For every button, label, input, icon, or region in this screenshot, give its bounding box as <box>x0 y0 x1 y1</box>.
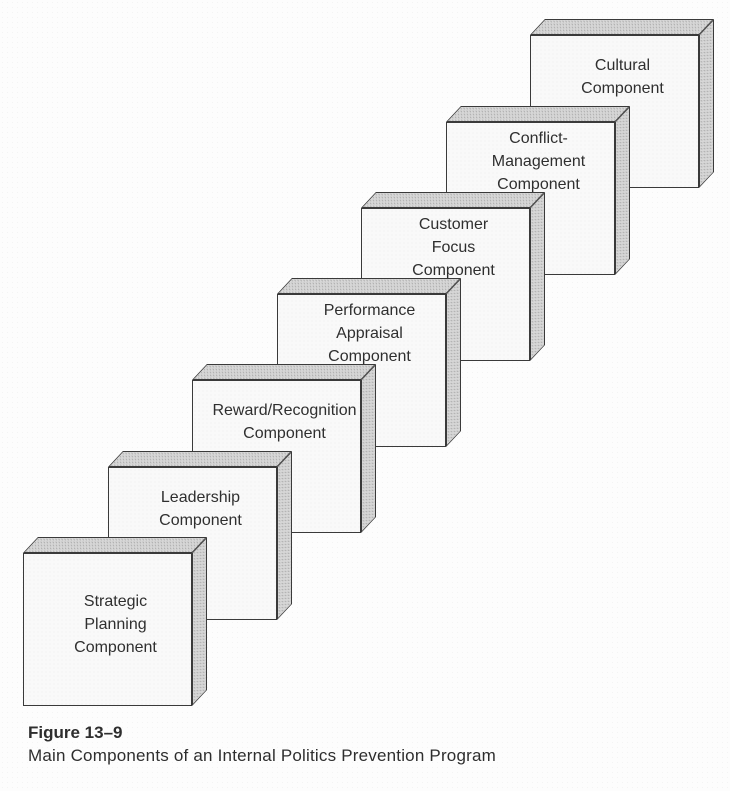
block-label-line: Planning <box>84 616 147 633</box>
figure-title: Main Components of an Internal Politics … <box>28 746 496 765</box>
block-label-line: Leadership <box>160 489 241 506</box>
block-label-line: Component <box>497 176 580 193</box>
block-top-face <box>446 106 630 122</box>
block-top-face <box>108 451 292 467</box>
block-top-face <box>192 364 376 380</box>
block-top-face <box>277 278 461 294</box>
block-label-line: Strategic <box>83 593 148 610</box>
block-label-line: Appraisal <box>336 325 403 342</box>
block-label-line: Customer <box>418 216 489 233</box>
block-label-line: Component <box>412 262 495 279</box>
block-label-line: Cultural <box>594 57 651 74</box>
block-top-face <box>23 537 207 553</box>
figure-number: Figure 13–9 <box>28 723 123 742</box>
block-label-line: Component <box>159 512 242 529</box>
block-label-line: Component <box>328 348 411 365</box>
block-label-line: Component <box>74 639 157 656</box>
block-label-line: Focus <box>431 239 476 256</box>
block-label-line: Component <box>243 425 326 442</box>
block-label-line: Reward/Recognition <box>212 402 357 419</box>
block-label-line: Management <box>491 153 586 170</box>
block-label-line: Component <box>581 80 664 97</box>
block-top-face <box>530 19 714 35</box>
figure-caption: Figure 13–9 Main Components of an Intern… <box>28 722 496 767</box>
block-top-face <box>361 192 545 208</box>
block-front-face <box>23 553 192 706</box>
block-label-line: Performance <box>323 302 416 319</box>
block-label-line: Conflict- <box>509 130 568 147</box>
